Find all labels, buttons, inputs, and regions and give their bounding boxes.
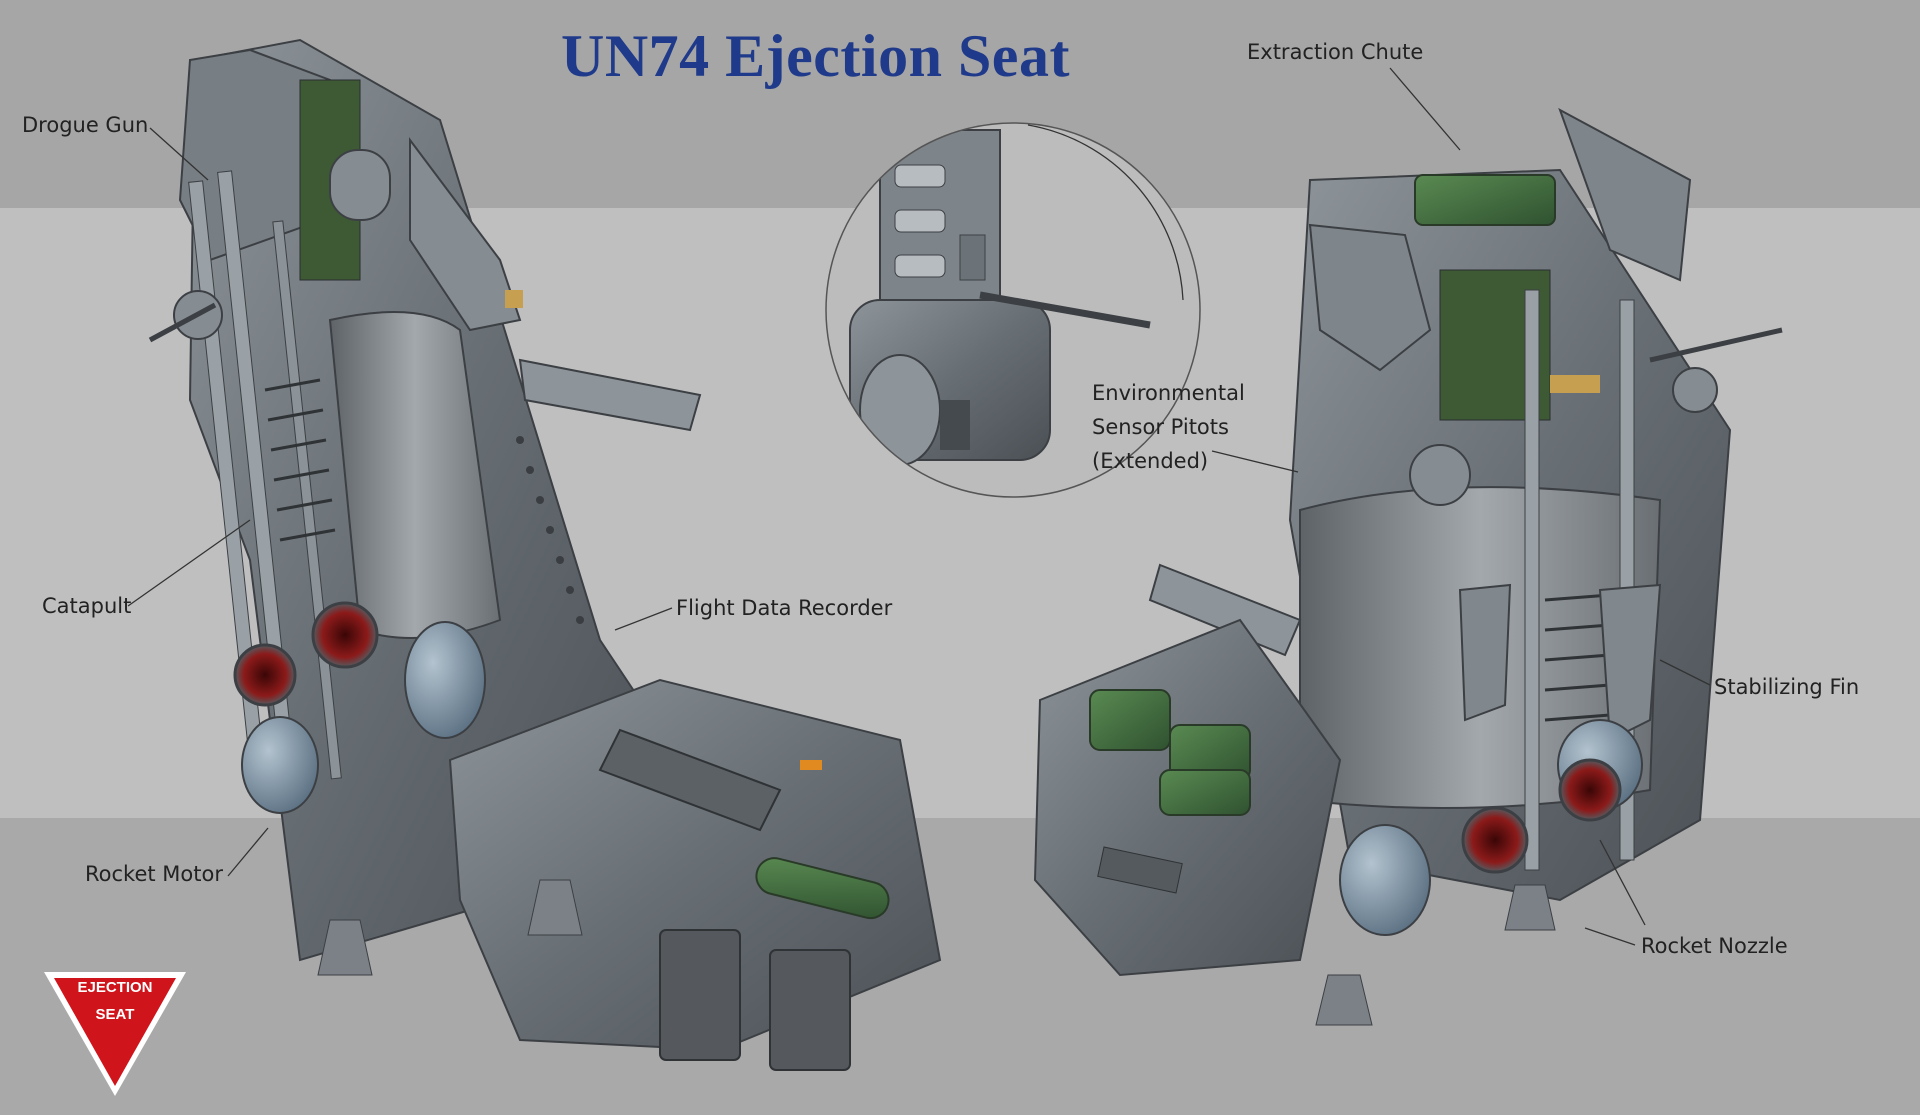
right-seat-right-head-flap	[1558, 107, 1692, 282]
leader-rocket-nozzle-2	[1584, 927, 1636, 946]
left-seat	[148, 38, 942, 1071]
left-seat-nozzle-2	[311, 601, 379, 669]
label-catapult: Catapult	[42, 594, 132, 618]
left-seat-rivets	[516, 436, 584, 624]
inset-circle-border	[825, 122, 1201, 498]
label-rocket-nozzle: Rocket Nozzle	[1641, 934, 1788, 958]
right-seat-armrest	[1148, 563, 1302, 657]
page-title: UN74 Ejection Seat	[561, 23, 1070, 89]
left-seat-ladder	[264, 378, 336, 542]
left-seat-nozzle-1	[233, 643, 297, 707]
label-environmental-line-2: Sensor Pitots	[1092, 415, 1229, 439]
label-stabilizing-fin: Stabilizing Fin	[1714, 675, 1860, 699]
left-seat-orange-tag	[800, 760, 822, 770]
label-drogue-gun: Drogue Gun	[22, 113, 149, 137]
left-seat-gas-tank-2	[241, 716, 319, 814]
label-flight-data-recorder: Flight Data Recorder	[676, 596, 893, 620]
callout-lines	[127, 67, 1711, 946]
left-seat-stirrup-2	[769, 949, 851, 1071]
right-seat-pitot-housing	[1672, 367, 1718, 413]
leader-stabilizing-fin	[1659, 659, 1711, 686]
right-seat-nozzle-1	[1461, 806, 1529, 874]
label-environmental-line-1: Environmental	[1092, 381, 1245, 405]
right-seat-cylinder	[1409, 444, 1471, 506]
left-seat-pitot	[148, 302, 217, 343]
left-seat-flight-data-recorder-box	[598, 728, 782, 832]
leader-environmental-pitots	[1211, 450, 1299, 473]
right-seat-cushion-3	[1159, 769, 1251, 816]
right-seat-brass-block	[1550, 375, 1600, 393]
logo-line-2: SEAT	[95, 1006, 135, 1023]
label-extraction-chute: Extraction Chute	[1247, 40, 1424, 64]
leader-rocket-nozzle-1	[1599, 839, 1646, 926]
right-seat-cushion-1	[1089, 689, 1171, 751]
right-seat-pitot	[1649, 327, 1783, 363]
leader-extraction-chute	[1389, 67, 1461, 151]
left-seat-gas-tank-1	[404, 621, 486, 739]
left-seat-green-bottle	[755, 857, 890, 920]
inset-arc	[1027, 124, 1184, 301]
inset-detail	[825, 122, 1201, 498]
right-seat-gas-tank-1	[1339, 824, 1431, 936]
left-seat-back-pan	[328, 311, 502, 639]
left-seat-exhaust-2	[527, 879, 583, 936]
right-seat	[1033, 107, 1783, 1026]
right-seat-green-bottle-area	[1097, 846, 1183, 894]
right-seat-stabilizing-fin	[1598, 583, 1662, 742]
right-seat-ladder	[1544, 593, 1611, 722]
right-seat-extraction-chute	[1414, 174, 1556, 226]
leader-flight-data-recorder	[614, 607, 673, 631]
left-seat-side-flap	[409, 137, 522, 332]
right-seat-nozzle-2	[1558, 758, 1622, 822]
right-seat-rail-1	[1524, 289, 1540, 871]
left-seat-armrest	[518, 358, 702, 432]
left-seat-drogue-gun	[329, 149, 391, 221]
logo-triangle-icon	[44, 972, 186, 1096]
leader-catapult	[127, 519, 251, 607]
right-seat-exhaust-2	[1504, 884, 1556, 931]
label-rocket-motor: Rocket Motor	[85, 862, 223, 886]
leader-rocket-motor	[227, 827, 269, 877]
label-environmental-line-3: (Extended)	[1092, 449, 1209, 473]
ejection-seat-logo: EJECTION SEAT	[40, 968, 190, 1098]
right-seat-fin-2	[1458, 583, 1512, 722]
left-seat-stirrup-1	[659, 929, 741, 1061]
leader-drogue-gun	[149, 127, 209, 181]
logo-line-1: EJECTION	[77, 979, 153, 996]
right-seat-left-head-flap	[1308, 223, 1432, 372]
left-seat-exhaust-1	[317, 919, 373, 976]
right-seat-exhaust-1	[1315, 974, 1373, 1026]
left-seat-brass-fitting	[505, 290, 523, 308]
